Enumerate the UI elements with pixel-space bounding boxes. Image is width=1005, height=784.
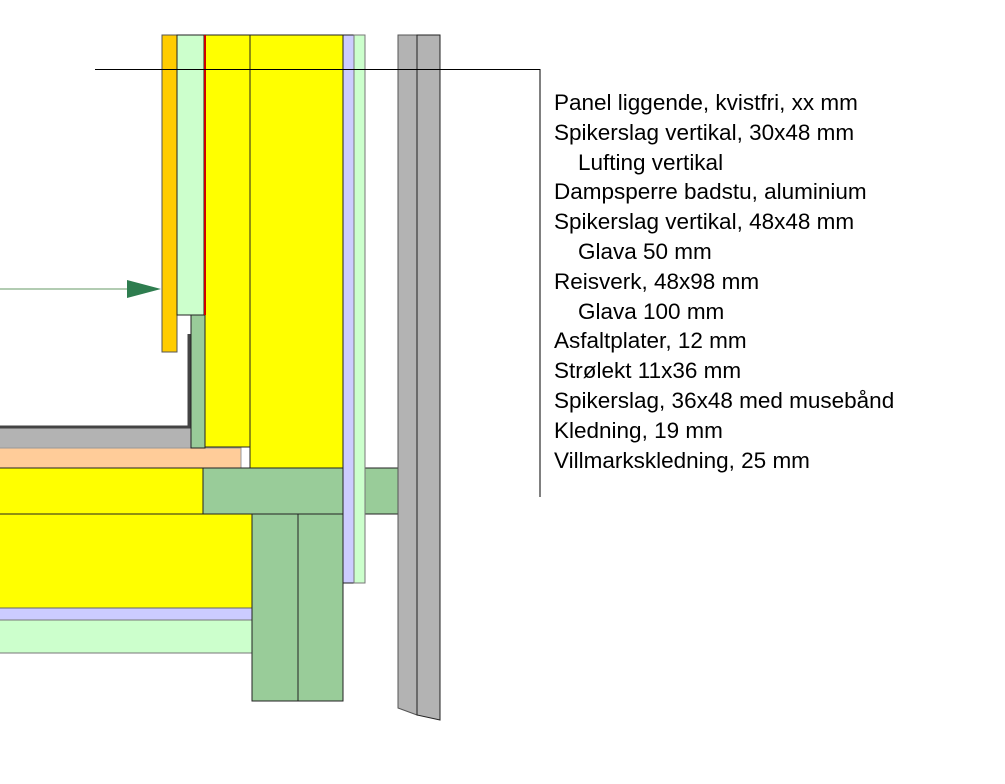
legend-item: Strølekt 11x36 mm xyxy=(554,358,742,384)
floor-gray-band xyxy=(0,427,192,449)
floor-light-green-layer xyxy=(0,619,253,654)
flashing-profile xyxy=(0,334,191,429)
villmarkskledning xyxy=(416,34,441,721)
strolekt xyxy=(353,34,366,584)
legend-item: Villmarkskledning, 25 mm xyxy=(554,447,810,473)
leader-line xyxy=(95,69,541,497)
glava-50 xyxy=(204,34,251,448)
legend-item: Reisverk, 48x98 mm xyxy=(554,268,760,294)
floor-insulation-upper xyxy=(0,467,204,515)
legend-item: Glava 100 mm xyxy=(578,298,725,324)
glava-100 xyxy=(249,34,344,469)
panel-layer xyxy=(161,34,178,353)
legend-item: Dampsperre badstu, aluminium xyxy=(554,179,867,205)
post-right xyxy=(297,513,344,702)
arrow-head-icon xyxy=(127,280,161,298)
legend-item: Spikerslag vertikal, 48x48 mm xyxy=(554,209,855,235)
kledning xyxy=(397,34,418,716)
legend-item: Kledning, 19 mm xyxy=(554,417,723,443)
asfaltplater xyxy=(342,34,355,584)
floor-lavender-layer xyxy=(0,607,253,621)
legend-item: Spikerslag, 36x48 med musebånd xyxy=(554,387,895,413)
spikerslag-small xyxy=(190,314,206,449)
floor-beam-horizontal xyxy=(202,467,344,515)
spikerslag-30x48 xyxy=(176,34,205,316)
floor-peach-board xyxy=(0,447,242,469)
layer-legend: Panel liggende, kvistfri, xx mm Spikersl… xyxy=(554,88,894,475)
legend-item: Glava 50 mm xyxy=(578,238,712,264)
post-left xyxy=(251,513,299,702)
legend-item: Panel liggende, kvistfri, xx mm xyxy=(554,90,858,115)
legend-item: Asfaltplater, 12 mm xyxy=(554,328,747,354)
legend-item: Lufting vertikal xyxy=(578,149,724,175)
legend-item: Spikerslag vertikal, 30x48 mm xyxy=(554,119,855,145)
floor-beam-outer-stub xyxy=(364,467,399,515)
floor-insulation-lower xyxy=(0,513,253,609)
